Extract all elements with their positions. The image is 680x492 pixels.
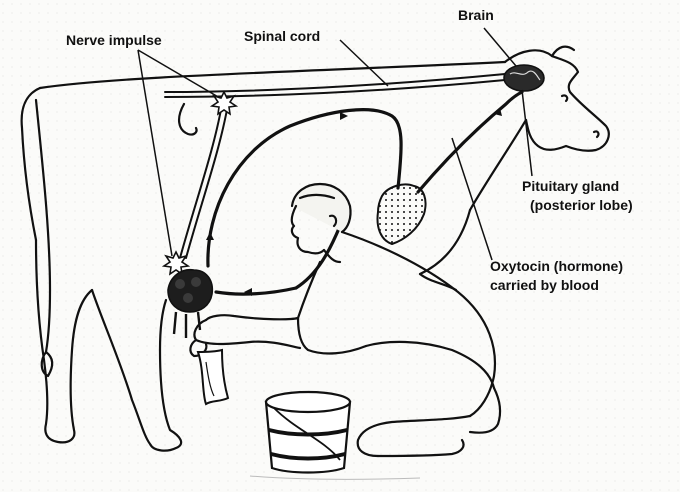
label-brain: Brain bbox=[458, 7, 494, 24]
label-pituitary-line1: Pituitary gland bbox=[522, 178, 619, 195]
udder-lobe-2 bbox=[191, 277, 201, 287]
label-oxytocin-line2: carried by blood bbox=[490, 277, 599, 294]
bucket bbox=[266, 392, 350, 473]
label-pituitary-line2: (posterior lobe) bbox=[530, 197, 633, 214]
brain bbox=[504, 65, 544, 91]
udder-lobe-1 bbox=[175, 279, 185, 289]
bucket-rim bbox=[266, 392, 350, 412]
udder-body bbox=[168, 270, 212, 312]
label-spinal-cord: Spinal cord bbox=[244, 28, 320, 45]
label-nerve-impulse: Nerve impulse bbox=[66, 32, 162, 49]
label-oxytocin-line1: Oxytocin (hormone) bbox=[490, 258, 623, 275]
udder-lobe-3 bbox=[183, 293, 193, 303]
